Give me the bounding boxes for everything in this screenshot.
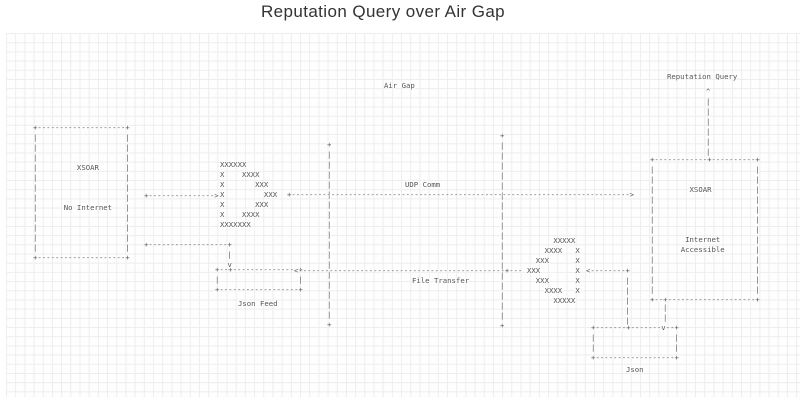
json-feed-box: +--+---------------+ | | +--------------… — [215, 265, 303, 294]
ascii-arrow-right-glyph: XXXXXX X XXXX X XXX X XXX X XXX X XXXX X… — [220, 160, 278, 229]
file-transfer-arrow: <---------------------------------------… — [294, 266, 523, 275]
air-gap-label: Air Gap — [384, 81, 415, 90]
xsoar-internet-box: +------------+----------+ | | | | | XSOA… — [650, 155, 760, 304]
diagram-title: Reputation Query over Air Gap — [260, 2, 506, 21]
json-return-arrow: <--------+ | | | | | — [586, 266, 630, 325]
json-label: Json — [626, 365, 644, 374]
grid-canvas — [6, 33, 800, 397]
reputation-query-label: Reputation Query — [667, 72, 738, 81]
file-transfer-label: File Transfer — [412, 276, 470, 285]
air-gap-boundary-right: + | | | | | | | | | | | | | | | | | | + — [500, 131, 505, 330]
json-feed-label: Json Feed — [238, 299, 278, 308]
ascii-arrow-left-glyph: XXXXX XXXX X XXX X XXX X XXX X XXXX X XX… — [527, 236, 580, 305]
xsoar-no-internet-box: +--------------------+ | | | | | | | XSO… — [33, 123, 130, 262]
udp-comm-arrow: +---------------------------------------… — [287, 190, 635, 199]
reputation-query-arrow: ^ | | | | | | — [706, 87, 711, 156]
feed-out-arrow: +---------------> — [144, 191, 219, 200]
json-box: +-------+-------v--+ | | | | +----------… — [591, 323, 679, 362]
air-gap-boundary-left: + | | | | | | | | | | | | | | | | | + — [327, 140, 332, 329]
json-feed-connector: +------------------+ | v — [144, 240, 232, 269]
udp-comm-label: UDP Comm — [405, 180, 441, 189]
xsoar-json-connector: | | — [663, 303, 668, 322]
